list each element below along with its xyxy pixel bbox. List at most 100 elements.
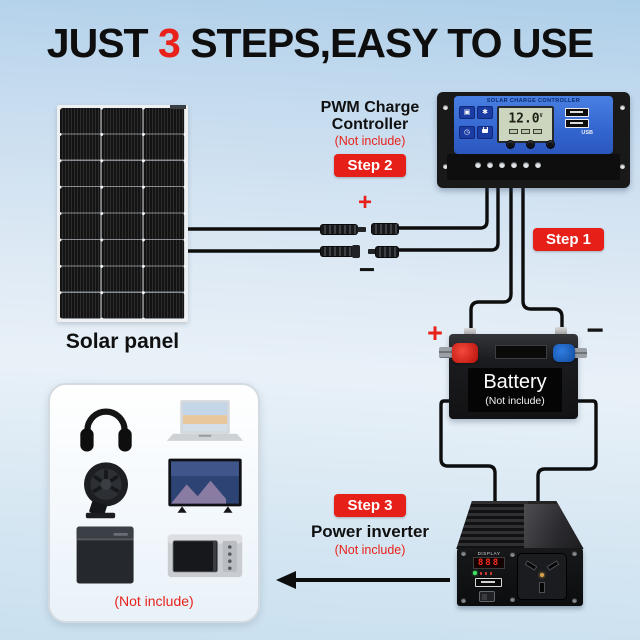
settings-gear-icon: ✱: [477, 106, 493, 119]
inverter-indicator-row: [473, 571, 505, 575]
mc4-socket-bottom: [352, 245, 360, 258]
panel-mode-icon: ▣: [459, 106, 475, 119]
polarity-minus-label: −: [358, 254, 376, 285]
battery-not-include: (Not include): [485, 395, 545, 407]
mc4-connector-male-bottom: [375, 246, 399, 258]
socket-slot-icon: [546, 560, 560, 571]
screw-icon: [572, 598, 577, 603]
battery-post-negative: [555, 327, 567, 336]
power-inverter-device: DISPLAY 888: [457, 548, 583, 606]
blue-clamp-handle: [572, 348, 587, 358]
mc4-pin-bottom: [368, 249, 376, 254]
screw-icon: [461, 551, 466, 556]
red-clamp-handle: [439, 347, 455, 358]
lcd-voltage-unit: V: [539, 113, 543, 119]
screw-icon: [572, 551, 577, 556]
mc4-connector-male-top: [371, 223, 399, 235]
inverter-not-include: (Not include): [334, 543, 406, 557]
controller-name-line2: Controller: [331, 116, 409, 133]
appliances-not-include: (Not include): [114, 593, 194, 609]
controller-usb-block: USB: [558, 106, 596, 143]
screw-icon: [510, 597, 515, 602]
controller-not-include: (Not include): [334, 134, 406, 148]
timer-clock-icon: ◷: [459, 125, 475, 139]
socket-slot-icon: [524, 560, 538, 571]
blue-clamp-icon: [553, 344, 575, 362]
page-title: JUST 3 STEPS,EASY TO USE: [0, 20, 640, 67]
level-tick-icon: [485, 571, 487, 575]
solar-panel-brand-sticker: [170, 105, 186, 109]
clip-fan-icon: [56, 455, 155, 521]
lcd-status-icons: [499, 129, 552, 135]
controller-lcd-display: 12.0V: [497, 106, 554, 143]
inverter-name: Power inverter: [310, 522, 430, 541]
screw-icon: [620, 105, 625, 110]
screw-icon: [620, 164, 625, 169]
power-led-icon: [473, 571, 477, 575]
microwave-icon: [155, 521, 254, 589]
controller-faceplate: SOLAR CHARGE CONTROLLER ▣ ✱ ◷ 12.0V USB: [454, 96, 613, 154]
mc4-pin-top: [357, 227, 366, 232]
battery-name: Battery: [483, 371, 547, 393]
terminal-screw-icon: [535, 162, 541, 168]
controller-pv-wire-2: [397, 178, 500, 252]
terminal-screw-icon: [475, 162, 481, 168]
controller-name-line1: PWM Charge: [320, 99, 420, 116]
inverter-top-face: [456, 501, 584, 549]
lock-icon: [477, 125, 493, 139]
step1-badge: Step 1: [533, 228, 605, 251]
step3-badge: Step 3: [334, 494, 406, 517]
appliances-panel: (Not include): [48, 383, 260, 623]
inverter-led-display: 888: [473, 557, 505, 569]
battery-plus-label: +: [427, 318, 443, 348]
controller-label-block: PWM Charge Controller (Not include) Step…: [303, 99, 437, 177]
inverter-label-block: Step 3 Power inverter (Not include): [300, 494, 440, 557]
headphones-icon: [56, 393, 155, 455]
inverter-top-panel: [523, 503, 584, 549]
screw-icon: [443, 105, 448, 110]
solar-panel-cells: [60, 108, 185, 319]
usb-port-icon: [565, 119, 589, 128]
battery-minus-label: −: [586, 314, 604, 347]
controller-battery-wire-positive: [469, 178, 513, 336]
ac-socket: [517, 553, 567, 600]
controller-icon-buttons: ▣ ✱ ◷: [459, 106, 493, 143]
battery-post-positive: [464, 328, 476, 337]
usb-label: USB: [581, 130, 593, 136]
inverter-heatsink-fins: [456, 501, 528, 549]
terminal-screw-icon: [511, 162, 517, 168]
polarity-plus-label: +: [357, 189, 372, 216]
solar-panel-caption: Solar panel: [65, 330, 180, 353]
controller-button-up: [526, 140, 535, 149]
level-tick-icon: [490, 571, 492, 575]
laptop-icon: [155, 393, 254, 455]
battery-vent: [495, 345, 547, 359]
title-part1: JUST: [46, 20, 158, 66]
controller-terminal-strip: [447, 154, 620, 180]
chest-freezer-icon: [56, 521, 155, 589]
charge-controller-device: SOLAR CHARGE CONTROLLER ▣ ✱ ◷ 12.0V USB: [437, 92, 630, 188]
controller-button-menu: [506, 140, 515, 149]
controller-device-title: SOLAR CHARGE CONTROLLER: [486, 98, 581, 104]
title-part2: STEPS,EASY TO USE: [179, 20, 594, 66]
battery-label-area: Battery (Not include): [468, 368, 562, 412]
usb-port-icon: [565, 108, 589, 117]
terminal-screw-icon: [523, 162, 529, 168]
inverter-display-label: DISPLAY: [477, 551, 501, 556]
socket-slot-icon: [539, 582, 545, 593]
mc4-connector-female-top: [320, 224, 358, 235]
controller-battery-wire-negative: [521, 178, 564, 336]
screw-icon: [461, 598, 466, 603]
inverter-power-switch: [479, 591, 495, 602]
terminal-screw-icon: [487, 162, 493, 168]
screw-icon: [510, 552, 515, 557]
level-tick-icon: [480, 571, 482, 575]
terminal-screw-icon: [499, 162, 505, 168]
controller-button-down: [546, 140, 555, 149]
mc4-connector-female-bottom: [320, 246, 354, 257]
step2-badge: Step 2: [334, 154, 406, 177]
screw-icon: [443, 164, 448, 169]
solar-panel: [57, 105, 188, 322]
tv-icon: [155, 455, 254, 521]
